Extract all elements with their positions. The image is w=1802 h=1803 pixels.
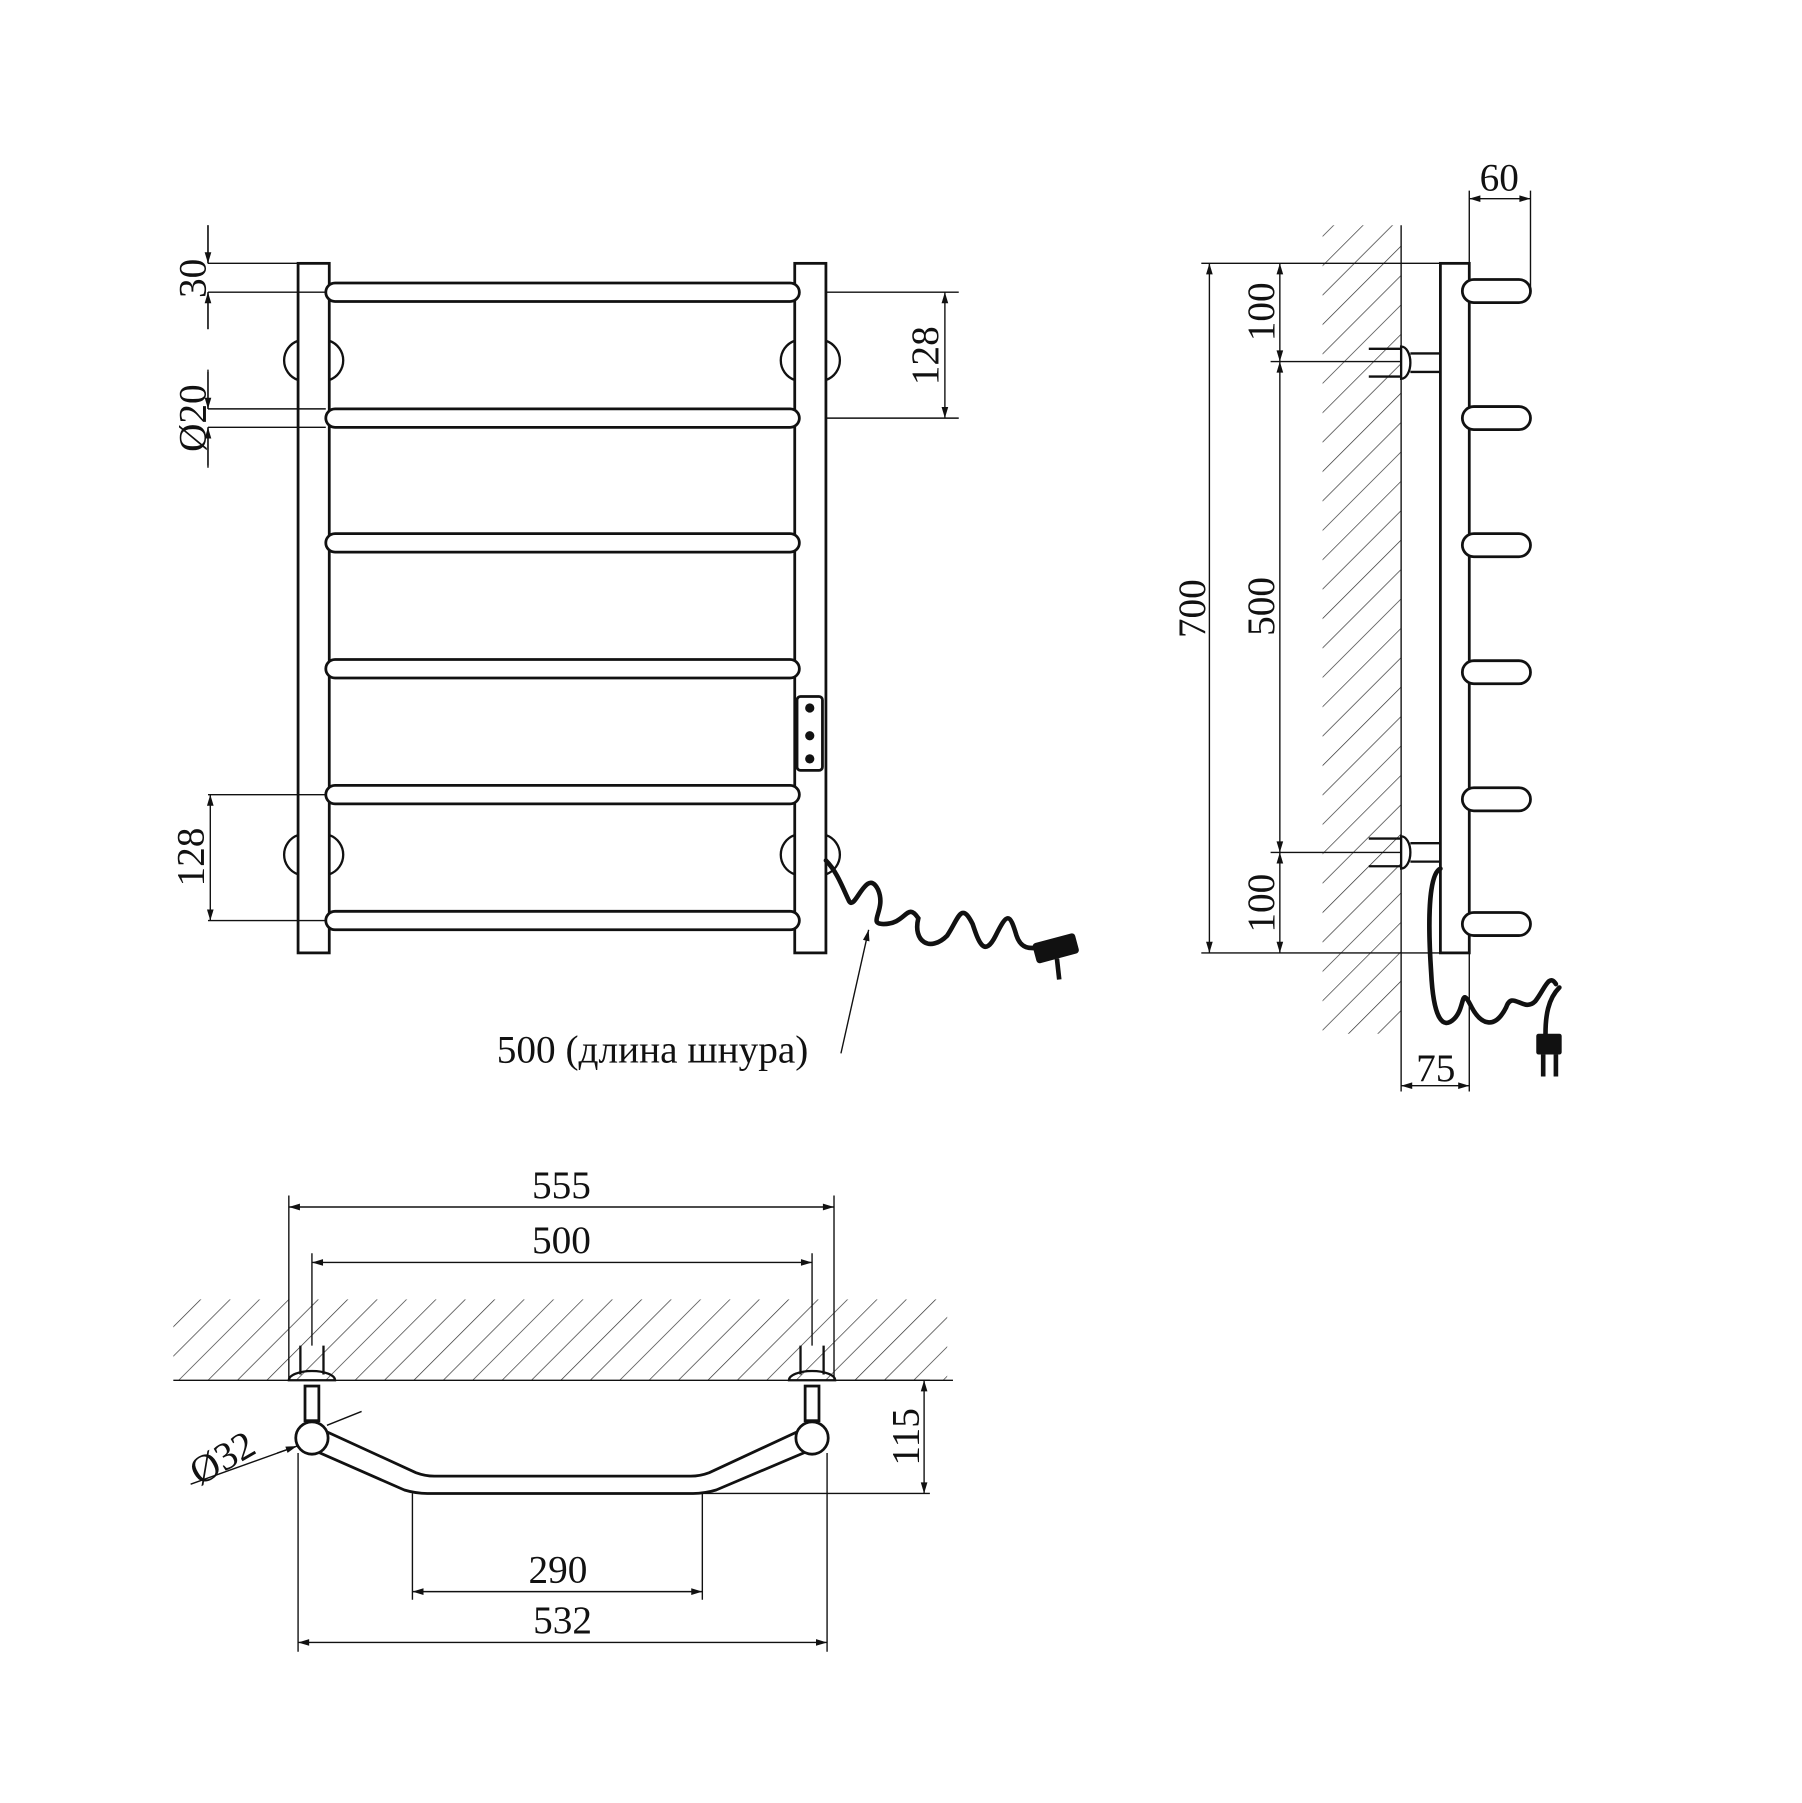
dim-wall-offset: 75 <box>1416 1047 1455 1090</box>
power-plug-icon <box>1032 933 1079 980</box>
side-power-cord <box>1427 866 1559 1026</box>
dim-overall-width: 555 <box>532 1164 591 1207</box>
rail-stubs <box>1460 278 1532 937</box>
side-view: 700 100 500 100 60 75 <box>1171 157 1562 1092</box>
dim-bend-width: 290 <box>529 1548 588 1591</box>
rails <box>324 281 801 932</box>
wall-hatch-top <box>173 1299 948 1381</box>
dim-mount-spacing-bottom: 128 <box>169 828 212 887</box>
dim-mount-spacing-top: 128 <box>904 326 947 385</box>
curved-rail <box>307 1425 817 1495</box>
dim-mount-centers: 500 <box>532 1219 591 1262</box>
side-plug-icon <box>1536 985 1562 1077</box>
left-post-section <box>294 1420 330 1456</box>
dim-wall-depth: 115 <box>884 1408 927 1465</box>
dim-mount-distance: 500 <box>1240 577 1283 636</box>
front-view: 30 Ø20 128 128 500 (длина шнура) <box>169 225 1079 1072</box>
right-post-section <box>794 1420 830 1456</box>
power-cord <box>823 858 1071 951</box>
cord-length-label: 500 (длина шнура) <box>497 1029 809 1072</box>
wall-mounts <box>282 339 842 876</box>
dim-tube-diameter: Ø20 <box>172 384 215 452</box>
dim-depth: 60 <box>1480 157 1519 200</box>
control-box <box>795 695 824 772</box>
wall-hatch <box>1322 225 1402 1034</box>
dim-top-mount: 100 <box>1240 282 1283 341</box>
left-post <box>296 261 331 955</box>
dim-post-width: 532 <box>533 1599 592 1642</box>
top-view: 555 500 115 290 532 Ø32 <box>173 1164 953 1652</box>
side-brackets <box>1368 345 1441 870</box>
dim-bottom-mount: 100 <box>1240 874 1283 933</box>
side-post <box>1439 261 1471 955</box>
dim-total-height: 700 <box>1171 579 1214 638</box>
right-post <box>793 261 828 955</box>
dim-top-offset: 30 <box>172 259 215 298</box>
top-brackets <box>287 1345 837 1423</box>
